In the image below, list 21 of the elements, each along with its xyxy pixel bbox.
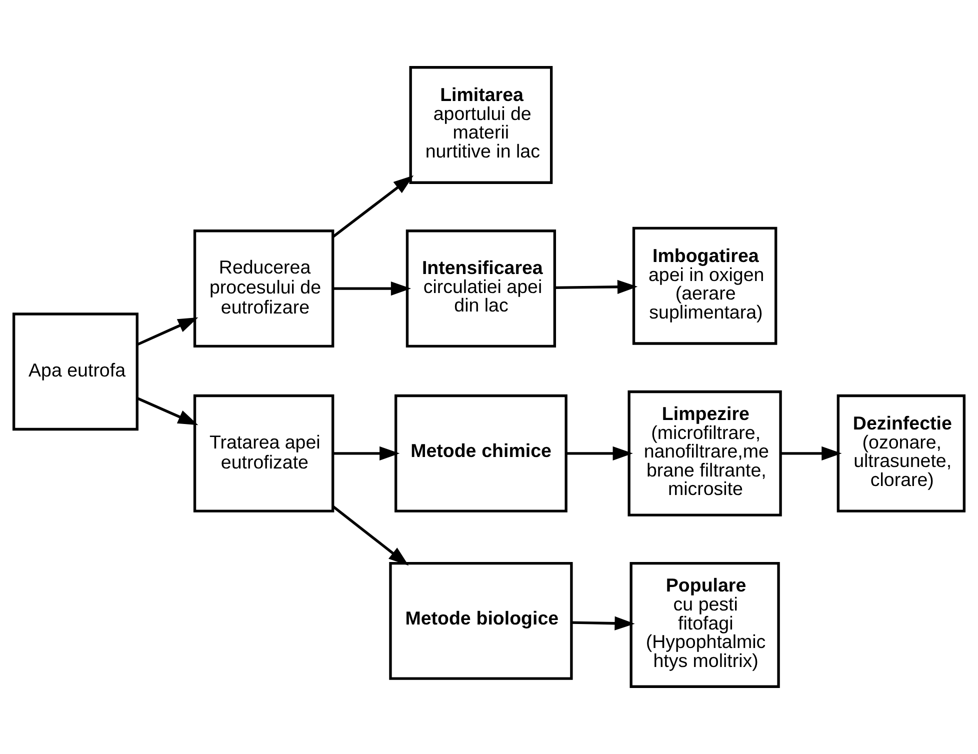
node-box: Reducerea procesului de eutrofizare	[193, 230, 334, 348]
arrow	[566, 446, 633, 460]
arrow	[137, 317, 198, 346]
arrow	[781, 446, 842, 460]
node-box: Limpezire (microfiltrare, nanofiltrare,me brane filtrante, microsite	[628, 390, 782, 516]
node-box: Apa eutrofa	[12, 312, 138, 431]
node-box: Metode chimice	[394, 394, 568, 512]
node-box: Limitarea aportului de materii nurtitive in lac	[409, 66, 553, 184]
arrow	[137, 397, 198, 426]
arrow	[332, 175, 414, 238]
arrow	[333, 281, 412, 296]
node-box: Imbogatirea apei in oxigen (aerare suplimentara)	[632, 226, 778, 345]
arrow	[572, 616, 635, 630]
arrow	[554, 280, 638, 294]
node-box: Metode biologice	[389, 562, 573, 680]
node-box: Tratarea apei eutrofizate	[193, 394, 334, 512]
node-box: Dezinfectie (ozonare, ultrasunete, clorare)	[836, 394, 966, 512]
node-box: Populare cu pesti fitofagi (Hypophtalmic htys molitrix)	[630, 562, 780, 688]
arrow	[333, 446, 400, 460]
arrow	[332, 505, 409, 566]
node-box: Intensificarea circulatiei apei din lac	[406, 230, 556, 348]
